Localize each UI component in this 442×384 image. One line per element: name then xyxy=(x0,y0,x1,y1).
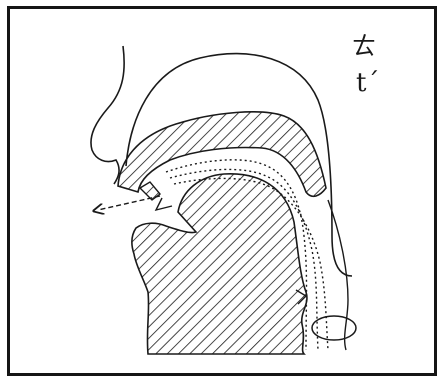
lower-lip xyxy=(156,198,172,210)
larynx xyxy=(312,316,356,340)
tongue-and-jaw xyxy=(132,174,307,354)
airflow-arrow xyxy=(98,196,160,210)
romanization-label: t´ xyxy=(356,70,379,96)
zhuyin-character-label: ㄊ xyxy=(352,34,376,58)
nose-profile xyxy=(91,46,124,184)
